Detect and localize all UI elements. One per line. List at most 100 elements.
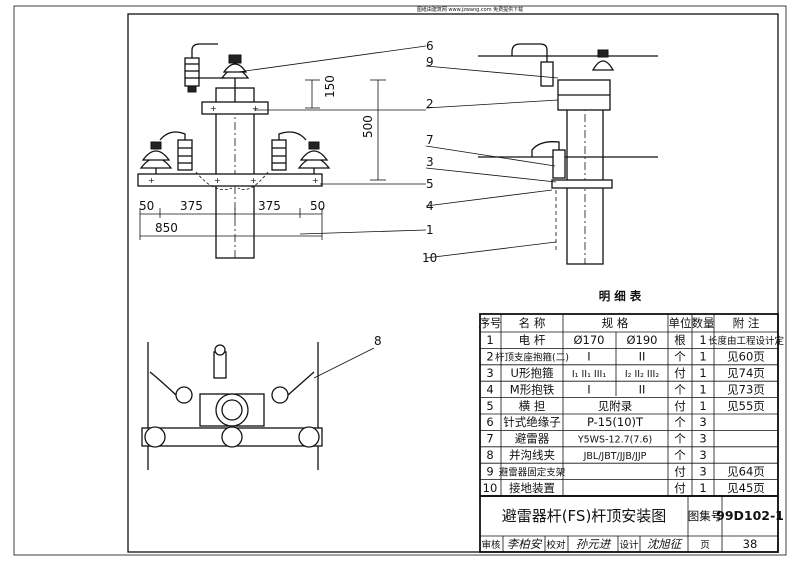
table-cell-unit: 付 bbox=[674, 481, 686, 495]
dim-50-left: 50 bbox=[139, 199, 154, 213]
left-arrester bbox=[159, 131, 193, 171]
svg-text:+: + bbox=[252, 104, 259, 113]
table-cell-unit: 付 bbox=[674, 464, 686, 478]
outer-frame bbox=[13, 5, 787, 556]
table-cell-spec-a: I bbox=[587, 350, 590, 364]
callout-1: 1 bbox=[426, 223, 434, 237]
atlas-number: 99D102-1 bbox=[716, 508, 784, 523]
inner-frame bbox=[127, 13, 779, 553]
table-cell-unit: 付 bbox=[674, 366, 686, 380]
table-cell-spec: Y5WS-12.7(7.6) bbox=[577, 435, 652, 446]
svg-text:附 注: 附 注 bbox=[733, 316, 760, 330]
title-block: 避雷器杆(FS)杆顶安装图 图集号 99D102-1 审核 李柏安 校对 孙元进… bbox=[479, 495, 784, 553]
table-cell-spec-b: Ø190 bbox=[626, 333, 657, 347]
table-cell-name: M形抱铁 bbox=[510, 382, 555, 396]
page-label: 页 bbox=[700, 540, 710, 551]
dim-375-left: 375 bbox=[180, 199, 203, 213]
table-cell-no: 10 bbox=[483, 481, 498, 495]
svg-text:+: + bbox=[250, 176, 257, 185]
table-cell-name: 接地装置 bbox=[509, 481, 555, 495]
table-cell-spec-b: II bbox=[639, 350, 646, 364]
drawing-title: 避雷器杆(FS)杆顶安装图 bbox=[502, 507, 667, 525]
header-note: 图纸由建筑网 www.jzwang.com 免费提供下载 bbox=[417, 6, 523, 13]
left-pin-insulator bbox=[139, 141, 173, 174]
review-label: 审核 bbox=[481, 539, 501, 551]
svg-text:数量: 数量 bbox=[692, 316, 715, 330]
table-cell-no: 1 bbox=[486, 333, 493, 347]
plan-view bbox=[141, 342, 323, 470]
svg-text:+: + bbox=[312, 176, 319, 185]
table-cell-spec-a: I₁ II₁ III₁ bbox=[572, 369, 606, 380]
table-cell-spec-b: II bbox=[639, 382, 646, 396]
table-cell-name: 横 担 bbox=[519, 399, 546, 413]
table-cell-qty: 3 bbox=[699, 415, 706, 429]
leader-lines bbox=[237, 45, 559, 379]
atlas-label: 图集号 bbox=[688, 509, 723, 523]
table-cell-qty: 1 bbox=[699, 333, 706, 347]
callout-2: 2 bbox=[426, 97, 434, 111]
table-cell-qty: 1 bbox=[699, 350, 706, 364]
dim-50-right: 50 bbox=[310, 199, 325, 213]
front-view: ++ ++ ++ bbox=[137, 43, 386, 259]
callout-9: 9 bbox=[426, 55, 434, 69]
table-cell-unit: 付 bbox=[674, 399, 686, 413]
top-arrester bbox=[184, 43, 218, 93]
table-cell-spec-a: Ø170 bbox=[573, 333, 604, 347]
svg-text:规 格: 规 格 bbox=[602, 316, 629, 330]
cross-arm-front bbox=[137, 173, 323, 187]
table-cell-qty: 3 bbox=[699, 464, 706, 478]
callout-7: 7 bbox=[426, 133, 434, 147]
table-cell-unit: 根 bbox=[674, 333, 686, 347]
check-signature: 孙元进 bbox=[576, 537, 612, 551]
table-cell-name: 电 杆 bbox=[519, 333, 546, 347]
table-cell-note: 见64页 bbox=[727, 464, 765, 478]
side-cross-arm bbox=[551, 179, 613, 189]
table-cell-note: 见45页 bbox=[727, 481, 765, 495]
callout-8: 8 bbox=[374, 334, 382, 348]
table-cell-unit: 个 bbox=[674, 415, 686, 429]
svg-text:+: + bbox=[214, 176, 221, 185]
design-label: 设计 bbox=[619, 539, 639, 551]
table-cell-unit: 个 bbox=[674, 432, 686, 446]
front-dimensions: 50 375 375 50 850 150 500 bbox=[139, 75, 386, 240]
table-cell-note: 见55页 bbox=[727, 399, 765, 413]
table-cell-spec: 见附录 bbox=[598, 399, 633, 413]
table-cell-unit: 个 bbox=[674, 350, 686, 364]
callout-3: 3 bbox=[426, 155, 434, 169]
table-cell-no: 6 bbox=[486, 415, 493, 429]
callout-6: 6 bbox=[426, 39, 434, 53]
table-cell-name: 杆顶支座抱箍(二) bbox=[495, 352, 569, 364]
table-cell-qty: 1 bbox=[699, 366, 706, 380]
dim-375-right: 375 bbox=[258, 199, 281, 213]
callouts: 6 9 2 7 3 5 4 1 10 8 bbox=[374, 39, 437, 348]
table-cell-spec-b: I₂ II₂ III₂ bbox=[625, 369, 659, 380]
table-cell-no: 9 bbox=[486, 464, 493, 478]
table-cell-name: 针式绝缘子 bbox=[503, 415, 561, 429]
table-cell-name: 避雷器固定支架 bbox=[499, 466, 566, 478]
table-cell-spec: JBL/JBT/JJB/JJP bbox=[583, 451, 647, 462]
svg-text:单位: 单位 bbox=[669, 316, 692, 330]
side-lower-arrester bbox=[531, 141, 566, 179]
svg-text:+: + bbox=[148, 176, 155, 185]
table-cell-no: 5 bbox=[486, 399, 493, 413]
table-cell-no: 3 bbox=[486, 366, 493, 380]
right-arrester bbox=[271, 131, 307, 171]
table-header: 序号 名 称 规 格 单位 数量 附 注 bbox=[479, 316, 760, 330]
table-cell-unit: 个 bbox=[674, 382, 686, 396]
callout-4: 4 bbox=[426, 199, 434, 213]
table-cell-no: 8 bbox=[486, 448, 493, 462]
table-cell-name: U形抱箍 bbox=[511, 366, 554, 380]
table-cell-qty: 1 bbox=[699, 481, 706, 495]
review-signature: 李柏安 bbox=[507, 537, 543, 551]
table-cell-name: 并沟线夹 bbox=[509, 448, 555, 462]
right-pin-insulator bbox=[297, 141, 331, 174]
table-cell-no: 4 bbox=[486, 382, 493, 396]
side-top-insulator bbox=[591, 49, 615, 71]
table-cell-note: 见73页 bbox=[727, 382, 765, 396]
callout-5: 5 bbox=[426, 177, 434, 191]
table-cell-name: 避雷器 bbox=[515, 432, 550, 446]
side-view bbox=[478, 43, 658, 265]
side-top-arrester bbox=[511, 43, 554, 87]
dim-500: 500 bbox=[361, 115, 375, 138]
